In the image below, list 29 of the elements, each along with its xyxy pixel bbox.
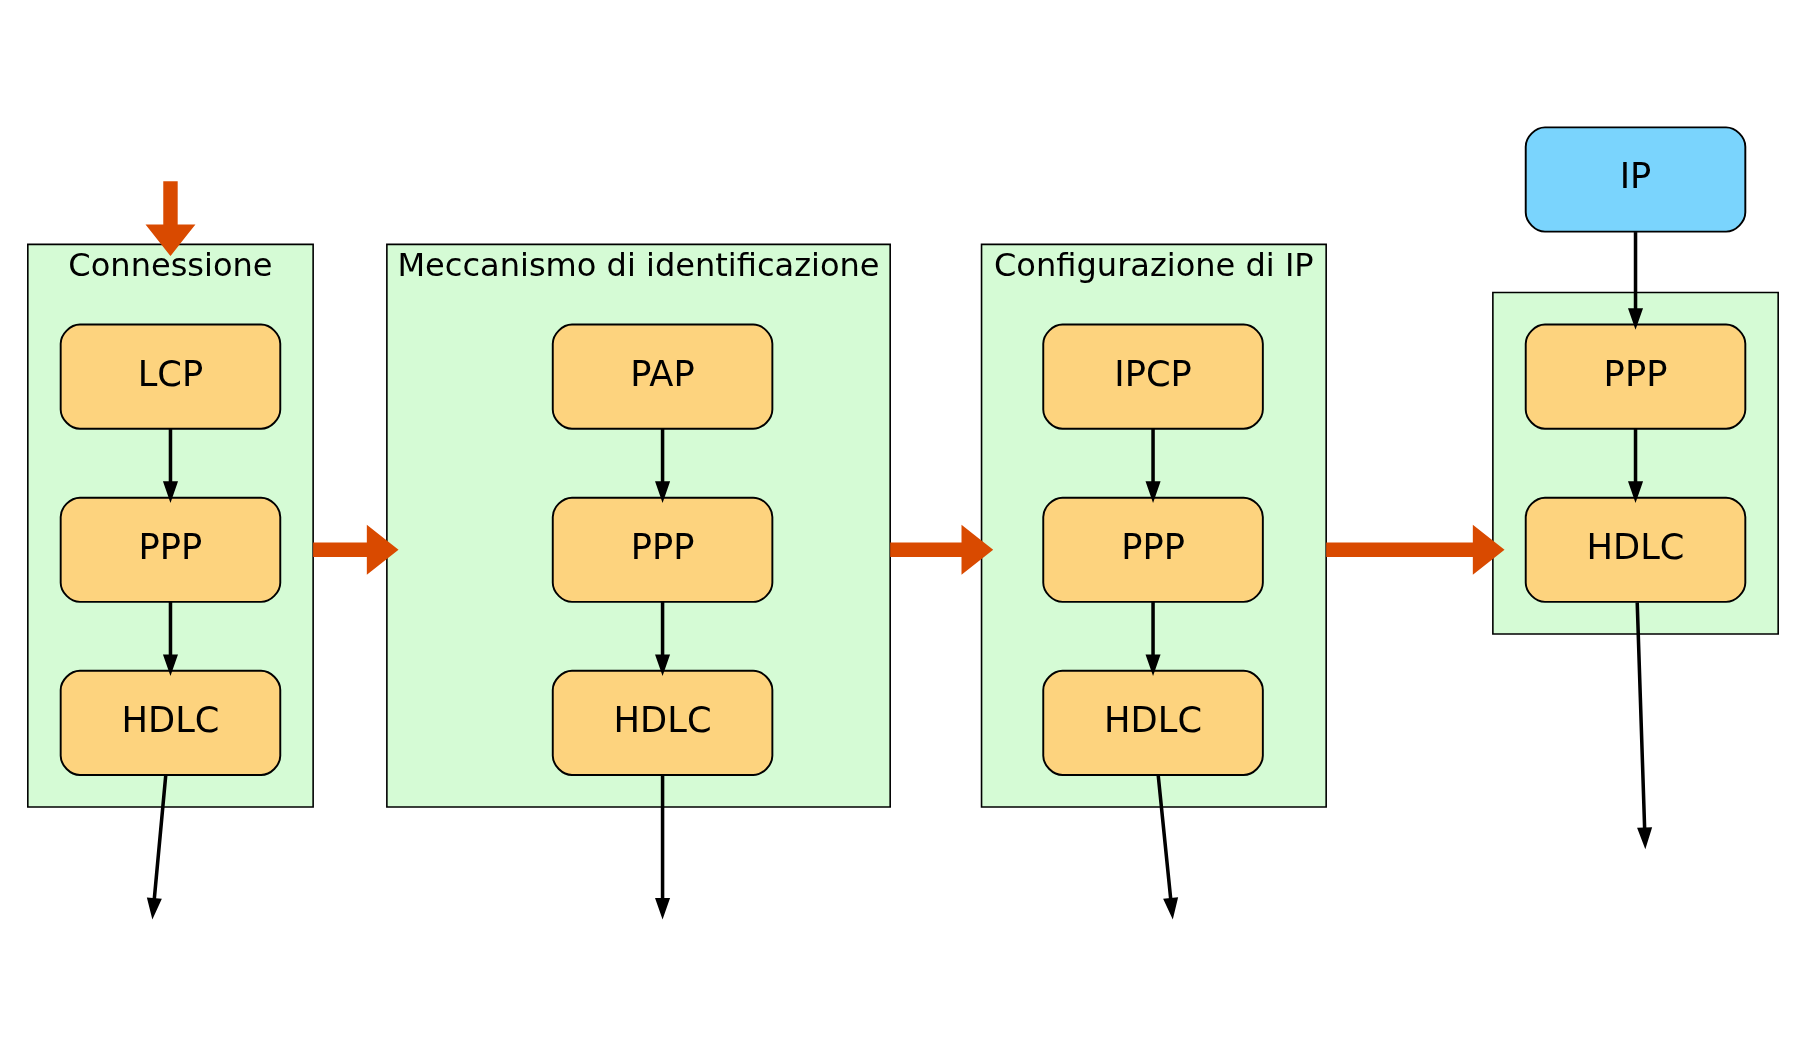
node-box: PPP (1524, 323, 1747, 430)
arrow (145, 181, 196, 257)
node-box: IP (1524, 126, 1747, 233)
arrow (1145, 601, 1161, 676)
node-box: PPP (59, 496, 282, 603)
arrow (890, 524, 994, 575)
node-box: PPP (1042, 496, 1264, 603)
node-box: PPP (551, 496, 774, 603)
node-box: HDLC (1042, 669, 1264, 776)
arrow (313, 524, 399, 575)
arrow (1635, 602, 1653, 850)
arrow (1326, 524, 1505, 575)
arrow (1156, 775, 1179, 920)
arrow (655, 601, 671, 676)
arrow (655, 775, 671, 920)
node-box: IPCP (1042, 323, 1264, 430)
node-box: HDLC (551, 669, 774, 776)
arrow (146, 775, 168, 920)
arrow (655, 428, 671, 503)
node-box: HDLC (59, 669, 282, 776)
node-box: HDLC (1524, 496, 1747, 603)
node-box: LCP (59, 323, 282, 430)
arrow (1145, 428, 1161, 503)
arrow (162, 428, 178, 503)
arrow (1628, 232, 1644, 330)
node-box: PAP (551, 323, 774, 430)
arrow (162, 601, 178, 676)
cluster (1492, 291, 1779, 635)
arrow (1628, 428, 1644, 503)
